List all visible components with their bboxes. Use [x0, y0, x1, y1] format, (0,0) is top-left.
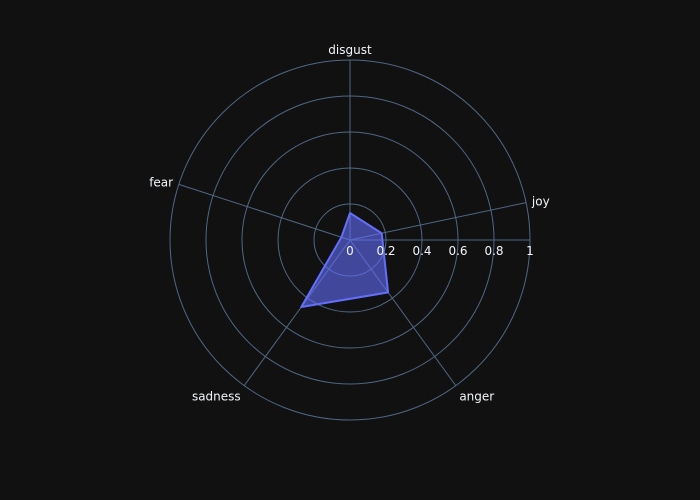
radial-tick-label: 0.2: [376, 244, 395, 258]
radial-tick-label: 0.6: [448, 244, 467, 258]
series-area-0: [300, 212, 390, 308]
category-label-disgust: disgust: [328, 43, 372, 57]
radial-tick-labels: 0 0.2 0.4 0.6 0.8 1: [346, 244, 534, 258]
radial-tick-label: 0.8: [484, 244, 503, 258]
category-label-joy: joy: [531, 194, 550, 208]
data-point-fear: [340, 236, 342, 238]
category-label-anger: anger: [459, 389, 494, 403]
series-layer: [300, 212, 390, 308]
radial-tick-label: 0.4: [412, 244, 431, 258]
data-point-sadness: [300, 306, 302, 308]
spoke-fear: [178, 183, 351, 241]
category-labels: joy disgust fear sadness anger: [149, 43, 550, 403]
category-label-sadness: sadness: [192, 389, 241, 403]
data-point-disgust: [349, 212, 351, 214]
radial-tick-label: 1: [526, 244, 534, 258]
data-point-joy: [381, 232, 383, 234]
radial-tick-label: 0: [346, 244, 354, 258]
data-point-anger: [387, 291, 389, 293]
category-label-fear: fear: [149, 176, 173, 190]
